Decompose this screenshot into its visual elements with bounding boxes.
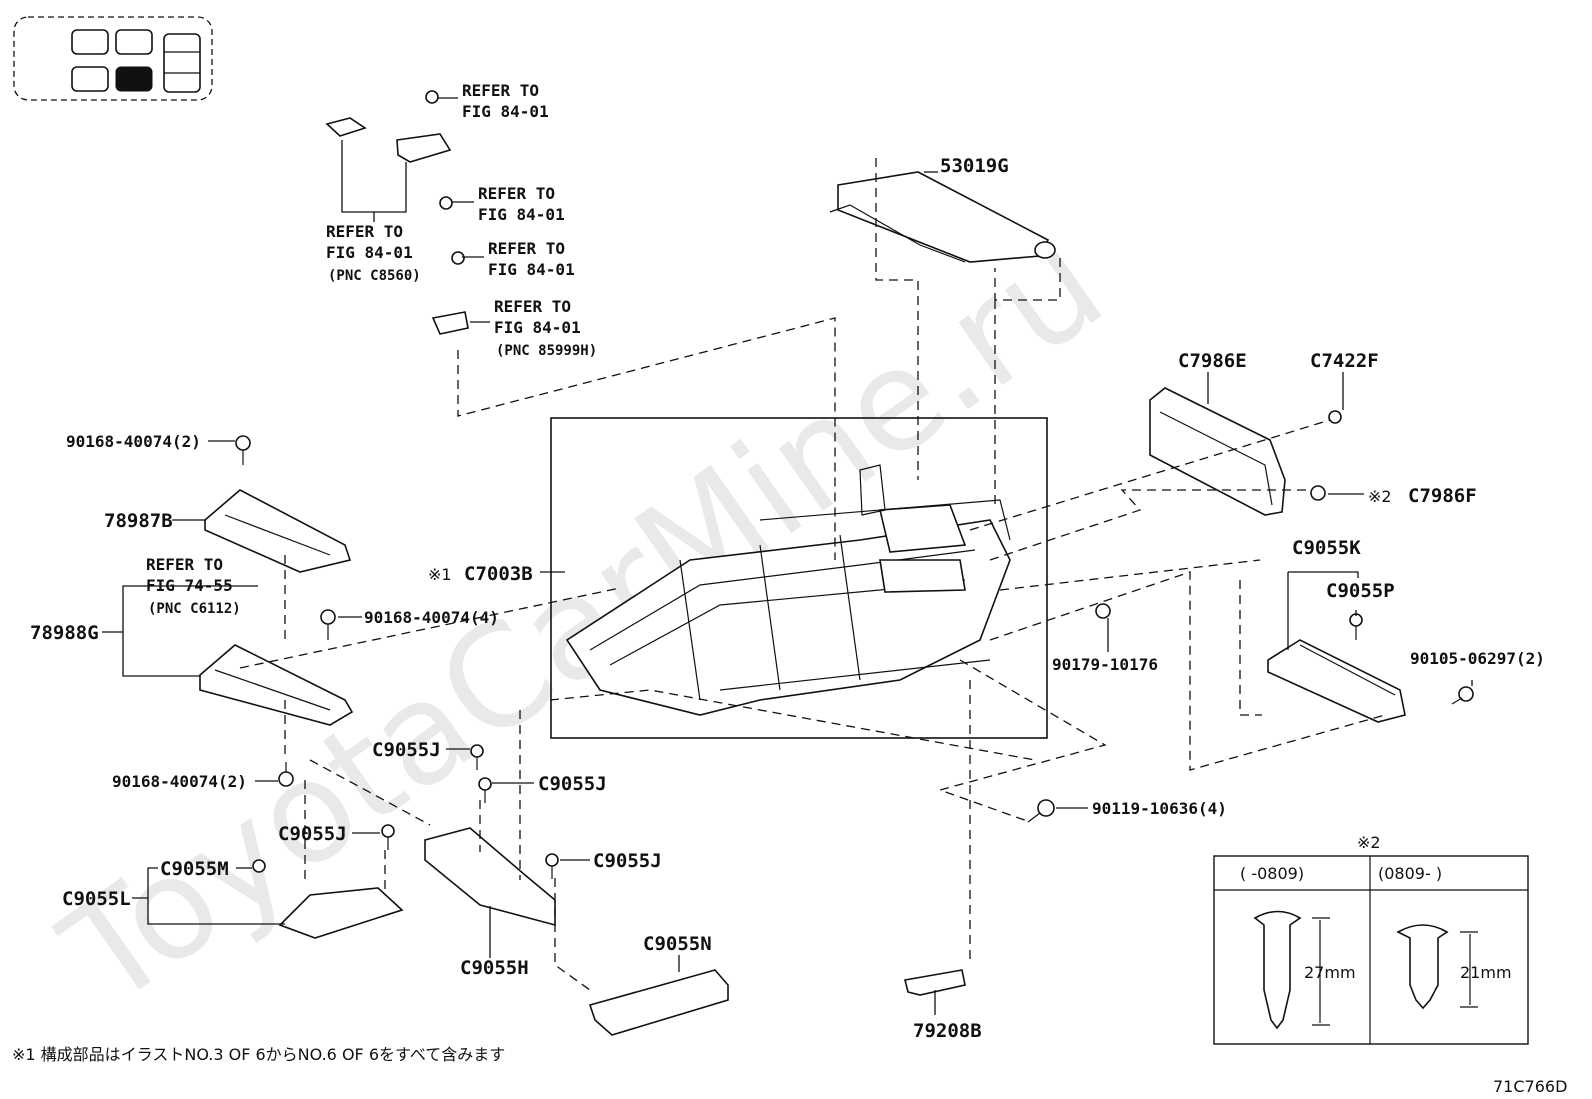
bolt-icon (235, 90, 1474, 879)
detail-col1-header: ( -0809) (1240, 864, 1304, 883)
clip-detail-table: ※2 ( -0809) (0809- ) 27mm 21mm (1213, 833, 1529, 1045)
label-C7986F: C7986F (1408, 485, 1477, 507)
label-C9055J-2: C9055J (538, 773, 607, 795)
tray-78987B (204, 489, 352, 573)
label-90105-06297: 90105-06297(2) (1410, 649, 1545, 668)
svg-text:REFER TO: REFER TO (462, 81, 539, 100)
label-90168-40074-top: 90168-40074(2) (66, 432, 201, 451)
label-C9055J-3: C9055J (278, 823, 347, 845)
label-78988G: 78988G (30, 622, 99, 644)
label-C9055J-1: C9055J (372, 739, 441, 761)
detail-dim-27: 27mm (1304, 963, 1356, 982)
svg-text:FIG 74-55: FIG 74-55 (146, 576, 233, 595)
detail-col2-header: (0809- ) (1378, 864, 1442, 883)
switch-icon (325, 117, 469, 335)
refer-note-2: REFER TO FIG 84-01 (PNC C8560) (326, 222, 421, 284)
plate-79208B (904, 969, 966, 996)
label-79208B: 79208B (913, 1020, 982, 1042)
svg-text:FIG 84-01: FIG 84-01 (478, 205, 565, 224)
label-C9055P: C9055P (1326, 580, 1395, 602)
refer-note-6: REFER TO FIG 74-55 (PNC C6112) (146, 555, 241, 617)
label-90168-40074-bottom: 90168-40074(2) (112, 772, 247, 791)
label-C9055N: C9055N (643, 933, 712, 955)
refer-note-5: REFER TO FIG 84-01 (PNC 85999H) (494, 297, 597, 359)
label-C7986E: C7986E (1178, 350, 1247, 372)
seat-pad-53019G (829, 171, 1056, 263)
label-C9055H: C9055H (460, 957, 529, 979)
label-C9055K: C9055K (1292, 537, 1361, 559)
footnote: ※1 構成部品はイラストNO.3 OF 6からNO.6 OF 6をすべて含みます (12, 1045, 505, 1064)
svg-text:(PNC C6112): (PNC C6112) (148, 601, 241, 617)
label-C9055L: C9055L (62, 888, 131, 910)
refer-note-1: REFER TO FIG 84-01 (462, 81, 549, 121)
label-C9055M: C9055M (160, 858, 229, 880)
svg-text:(PNC C8560): (PNC C8560) (328, 268, 421, 284)
cover-C9055N (588, 969, 729, 1036)
svg-text:REFER TO: REFER TO (494, 297, 571, 316)
refer-note-4: REFER TO FIG 84-01 (488, 239, 575, 279)
leader-lines (102, 97, 1473, 1015)
svg-text:FIG 84-01: FIG 84-01 (488, 260, 575, 279)
svg-text:FIG 84-01: FIG 84-01 (494, 318, 581, 337)
svg-text:REFER TO: REFER TO (488, 239, 565, 258)
rail-cover-C9055K (1267, 639, 1406, 723)
svg-text:FIG 84-01: FIG 84-01 (326, 243, 413, 262)
detail-dim-21: 21mm (1460, 963, 1512, 982)
label-C7003B: C7003B (464, 563, 533, 585)
label-C9055J-4: C9055J (593, 850, 662, 872)
cover-C9055L (278, 887, 404, 939)
seat-frame-assembly (565, 464, 1011, 716)
svg-text:REFER TO: REFER TO (478, 184, 555, 203)
assembly-lines (239, 158, 1386, 991)
svg-text:FIG 84-01: FIG 84-01 (462, 102, 549, 121)
svg-text:REFER TO: REFER TO (326, 222, 403, 241)
mark-1: ※1 (428, 565, 452, 584)
seat-frame-box (550, 417, 1048, 739)
label-90168-40074-mid: 90168-40074(4) (364, 608, 499, 627)
figure-code: 71C766D (1493, 1077, 1567, 1096)
label-90119-10636: 90119-10636(4) (1092, 799, 1227, 818)
label-53019G: 53019G (940, 155, 1009, 177)
seat-locator-icon (13, 16, 213, 101)
refer-note-3: REFER TO FIG 84-01 (478, 184, 565, 224)
label-90179-10176: 90179-10176 (1052, 655, 1158, 674)
svg-text:REFER TO: REFER TO (146, 555, 223, 574)
mark-2: ※2 (1368, 487, 1392, 506)
detail-title: ※2 (1357, 833, 1381, 852)
label-C7422F: C7422F (1310, 350, 1379, 372)
svg-text:(PNC 85999H): (PNC 85999H) (496, 343, 597, 359)
tray-78988G (199, 644, 354, 726)
side-cover-C7986E (1149, 387, 1286, 516)
label-78987B: 78987B (104, 510, 173, 532)
